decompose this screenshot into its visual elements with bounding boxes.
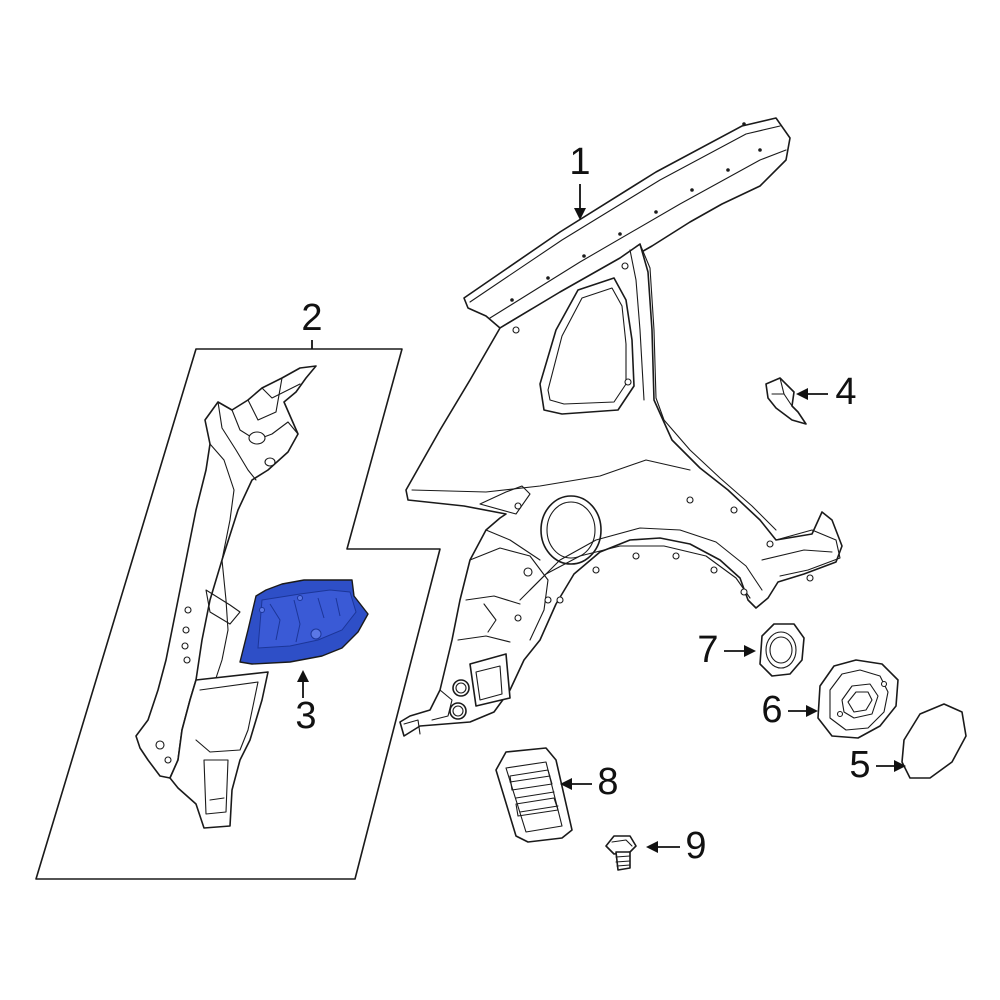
callout-2: 2 [301, 297, 323, 349]
part-5-fuel-door[interactable] [901, 703, 967, 779]
part-2-group-frame [35, 348, 441, 880]
callout-9: 9 [646, 825, 707, 867]
part-2-inner-panel[interactable] [135, 365, 317, 829]
callout-5-label: 5 [849, 744, 870, 786]
callout-8-label: 8 [597, 761, 618, 803]
part-3-bracket-highlighted[interactable] [239, 579, 369, 665]
part-1-quarter-panel[interactable] [399, 117, 843, 737]
part-4-clip[interactable] [765, 377, 807, 425]
callout-9-label: 9 [685, 825, 706, 867]
callout-4-label: 4 [835, 371, 856, 413]
callout-1-label: 1 [569, 141, 590, 183]
callout-5: 5 [849, 744, 906, 786]
callout-7-label: 7 [697, 629, 718, 671]
callout-3-label: 3 [295, 695, 316, 737]
callout-7: 7 [697, 629, 756, 671]
callout-2-label: 2 [301, 297, 322, 339]
callout-3: 3 [295, 670, 317, 737]
callout-6-label: 6 [761, 689, 782, 731]
part-6-fuel-housing[interactable] [817, 659, 899, 739]
part-8-vent[interactable] [495, 747, 573, 843]
callout-6: 6 [761, 689, 818, 731]
part-7-grommet[interactable] [759, 623, 805, 677]
callout-8: 8 [560, 761, 619, 803]
part-9-bolt[interactable] [605, 835, 637, 871]
callout-4: 4 [796, 371, 857, 413]
callout-1: 1 [569, 141, 591, 220]
